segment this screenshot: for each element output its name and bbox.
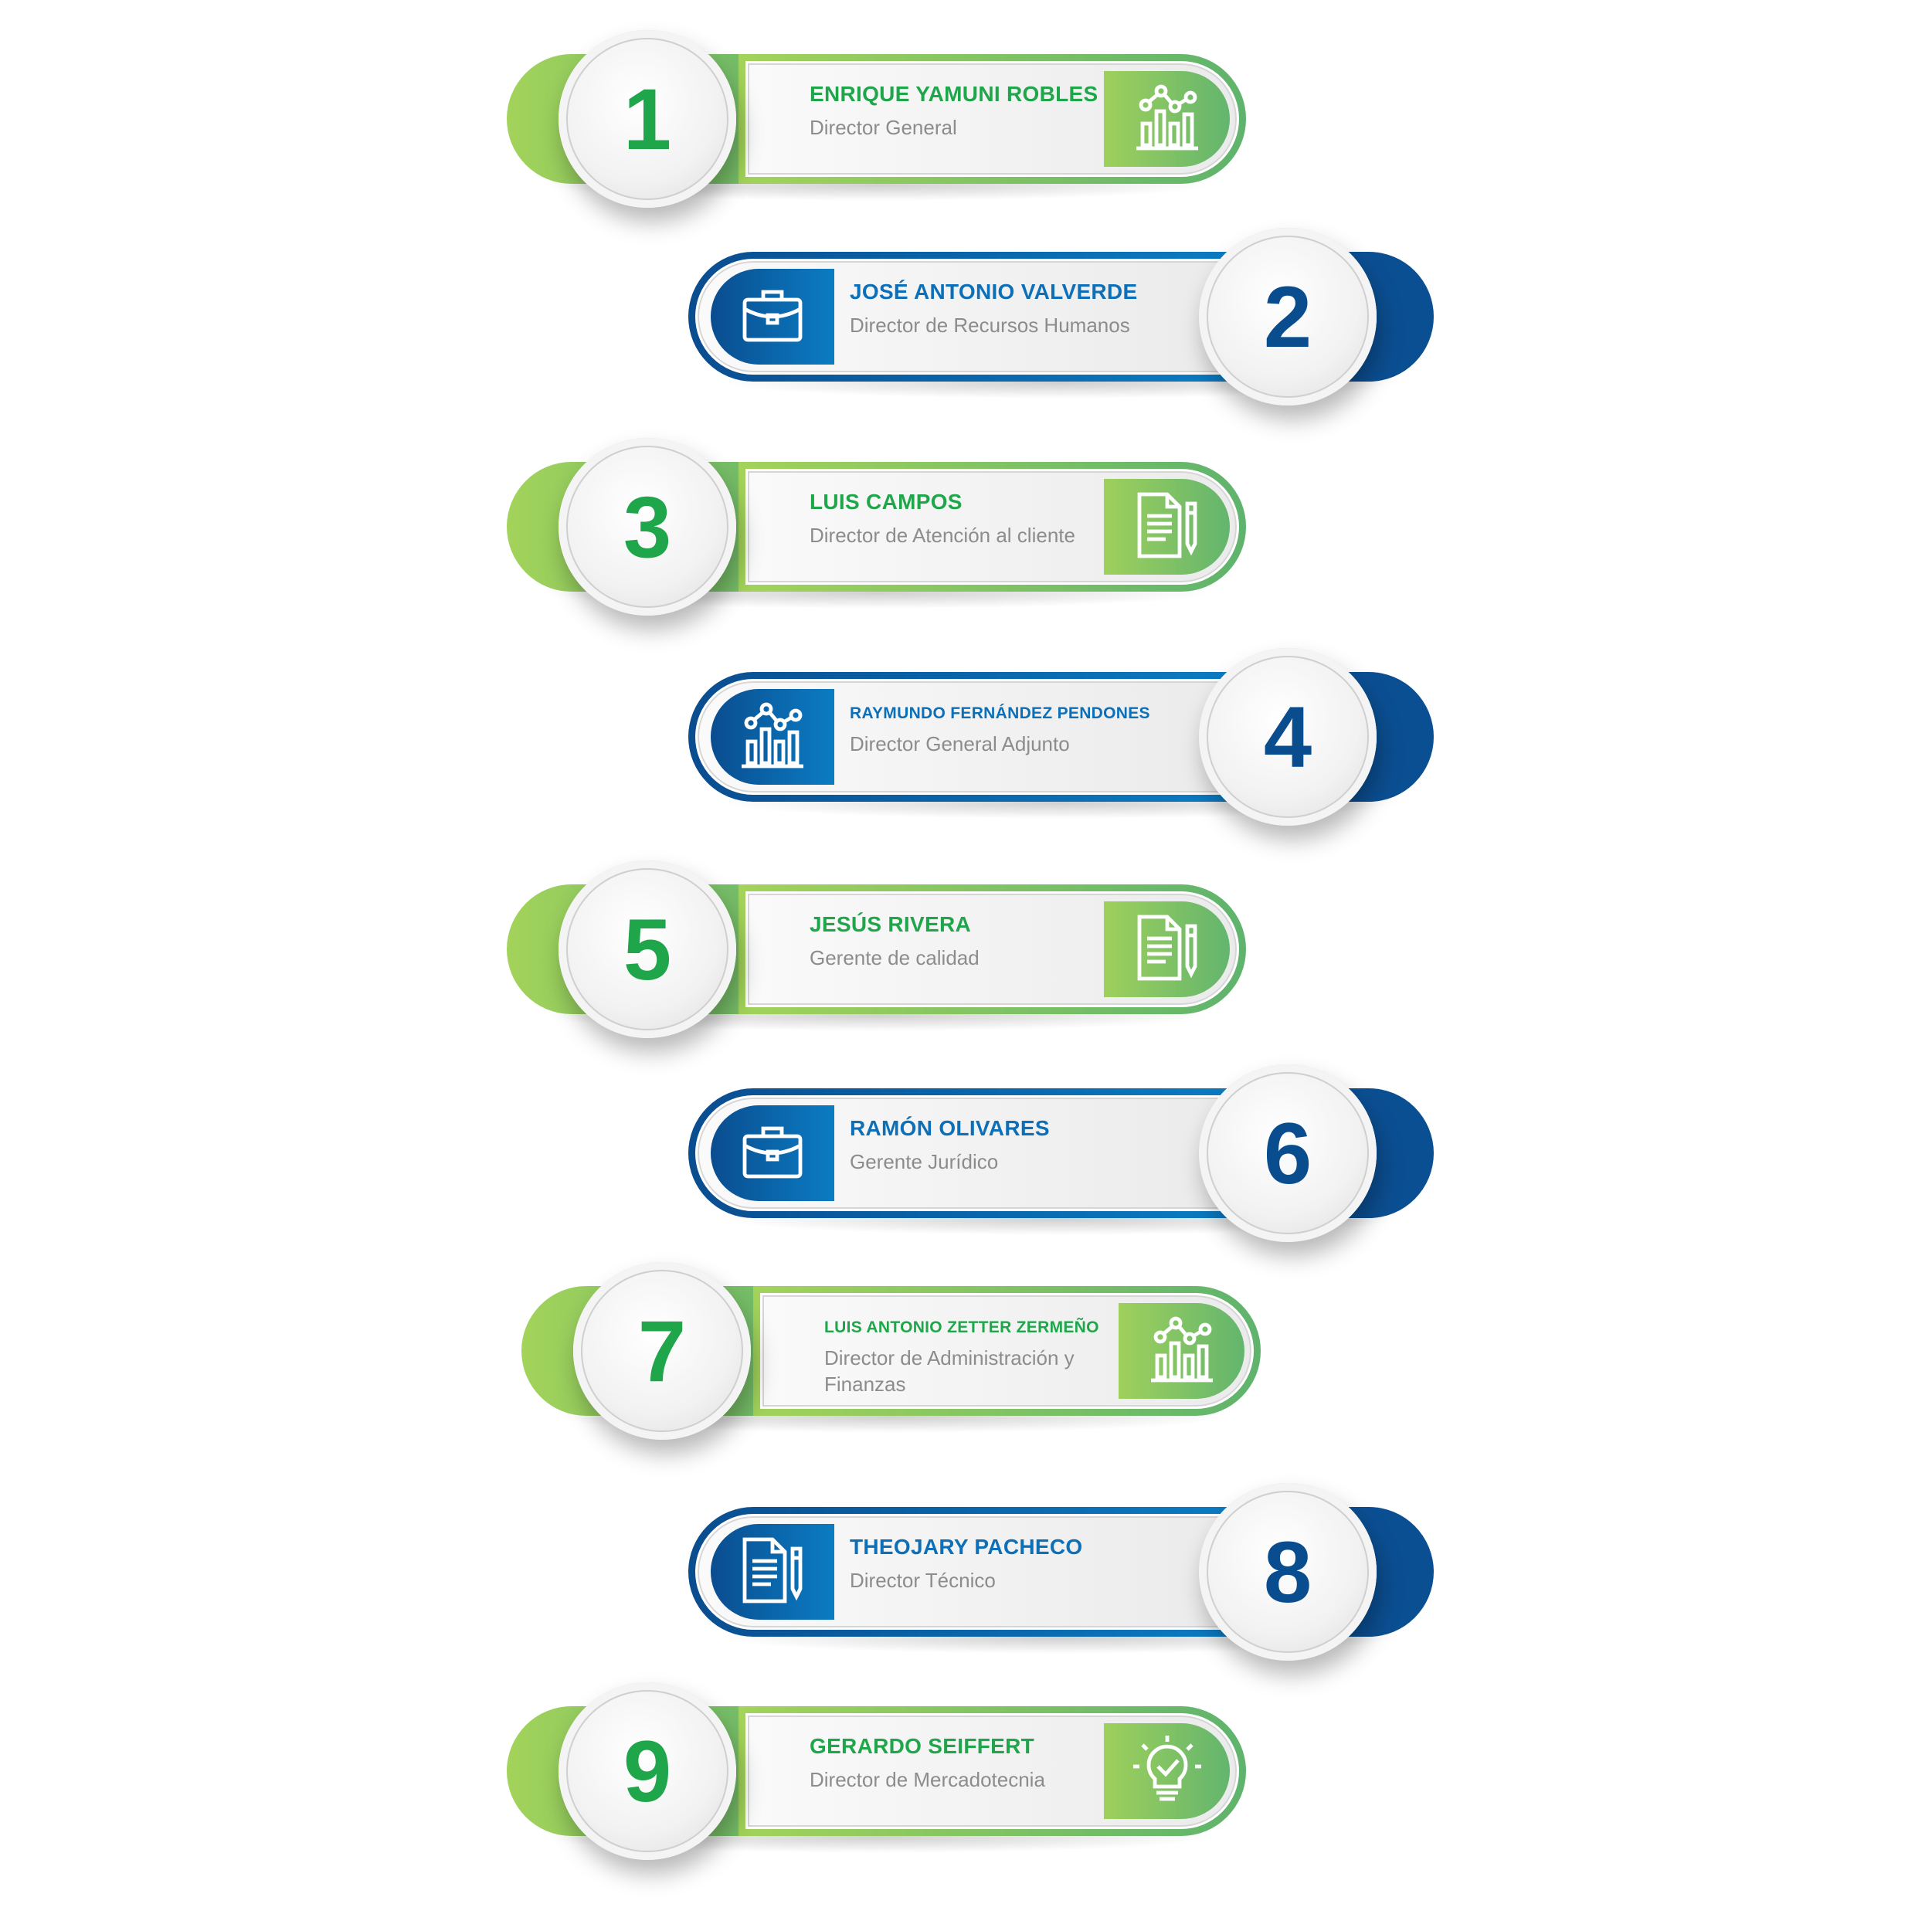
icon-box — [1104, 71, 1230, 167]
number-badge: 3 — [559, 438, 736, 616]
member-text: THEOJARY PACHECO Director Técnico — [850, 1535, 1159, 1593]
number-badge: 4 — [1199, 648, 1377, 826]
icon-box — [711, 269, 834, 365]
member-text: JESÚS RIVERA Gerente de calidad — [810, 912, 1103, 971]
member-card-6: RAMÓN OLIVARES Gerente Jurídico 6 — [688, 1064, 1434, 1242]
member-card-1: ENRIQUE YAMUNI ROBLES Director General 1 — [507, 30, 1246, 208]
member-role: Director General — [810, 116, 957, 139]
lightbulb-icon — [1130, 1732, 1204, 1811]
member-role: Director de Mercadotecnia — [810, 1768, 1045, 1791]
number-badge: 5 — [559, 860, 736, 1038]
number-badge: 6 — [1199, 1064, 1377, 1242]
number-badge: 9 — [559, 1682, 736, 1860]
document-pen-icon — [1130, 488, 1204, 566]
icon-box — [1104, 479, 1230, 575]
chart-icon — [1145, 1312, 1219, 1390]
member-card-7: LUIS ANTONIO ZETTER ZERMEÑO Director de A… — [521, 1262, 1261, 1440]
member-name: ENRIQUE YAMUNI ROBLES — [810, 82, 1098, 106]
member-name: RAYMUNDO FERNÁNDEZ PENDONES — [850, 704, 1150, 722]
member-text: JOSÉ ANTONIO VALVERDE Director de Recurso… — [850, 280, 1159, 338]
member-role: Director de Administración y Finanzas — [824, 1346, 1075, 1396]
member-card-4: RAYMUNDO FERNÁNDEZ PENDONES Director Gene… — [688, 648, 1434, 826]
icon-box — [1104, 1723, 1230, 1819]
member-role: Director Técnico — [850, 1569, 996, 1592]
member-card-3: LUIS CAMPOS Director de Atención al clien… — [507, 438, 1246, 616]
icon-box — [711, 1105, 834, 1201]
number-badge: 1 — [559, 30, 736, 208]
member-card-5: JESÚS RIVERA Gerente de calidad 5 — [507, 860, 1246, 1038]
member-name: JESÚS RIVERA — [810, 912, 971, 936]
member-text: LUIS ANTONIO ZETTER ZERMEÑO Director de A… — [824, 1314, 1118, 1397]
document-pen-icon — [1130, 911, 1204, 989]
member-role: Gerente de calidad — [810, 946, 980, 969]
briefcase-icon — [735, 278, 810, 356]
member-text: ENRIQUE YAMUNI ROBLES Director General — [810, 82, 1103, 141]
icon-box — [711, 1524, 834, 1620]
member-card-9: GERARDO SEIFFERT Director de Mercadotecni… — [507, 1682, 1246, 1860]
member-text: GERARDO SEIFFERT Director de Mercadotecni… — [810, 1734, 1103, 1793]
briefcase-icon — [735, 1115, 810, 1193]
chart-icon — [1130, 80, 1204, 158]
member-card-8: THEOJARY PACHECO Director Técnico 8 — [688, 1483, 1434, 1661]
member-name: GERARDO SEIFFERT — [810, 1734, 1035, 1758]
number-badge: 7 — [573, 1262, 751, 1440]
member-role: Gerente Jurídico — [850, 1150, 999, 1173]
number-badge: 8 — [1199, 1483, 1377, 1661]
member-name: LUIS ANTONIO ZETTER ZERMEÑO — [824, 1318, 1099, 1336]
member-name: THEOJARY PACHECO — [850, 1535, 1083, 1559]
member-name: JOSÉ ANTONIO VALVERDE — [850, 280, 1138, 304]
icon-box — [711, 689, 834, 785]
document-pen-icon — [735, 1533, 810, 1611]
member-text: RAYMUNDO FERNÁNDEZ PENDONES Director Gene… — [850, 700, 1159, 757]
member-card-2: JOSÉ ANTONIO VALVERDE Director de Recurso… — [688, 228, 1434, 406]
member-role: Director de Atención al cliente — [810, 524, 1075, 547]
chart-icon — [735, 698, 810, 776]
member-text: RAMÓN OLIVARES Gerente Jurídico — [850, 1116, 1159, 1175]
member-role: Director de Recursos Humanos — [850, 314, 1130, 337]
icon-box — [1104, 901, 1230, 997]
icon-box — [1119, 1303, 1244, 1399]
member-text: LUIS CAMPOS Director de Atención al clien… — [810, 490, 1103, 548]
member-name: LUIS CAMPOS — [810, 490, 963, 514]
number-badge: 2 — [1199, 228, 1377, 406]
member-name: RAMÓN OLIVARES — [850, 1116, 1050, 1140]
member-role: Director General Adjunto — [850, 732, 1070, 755]
